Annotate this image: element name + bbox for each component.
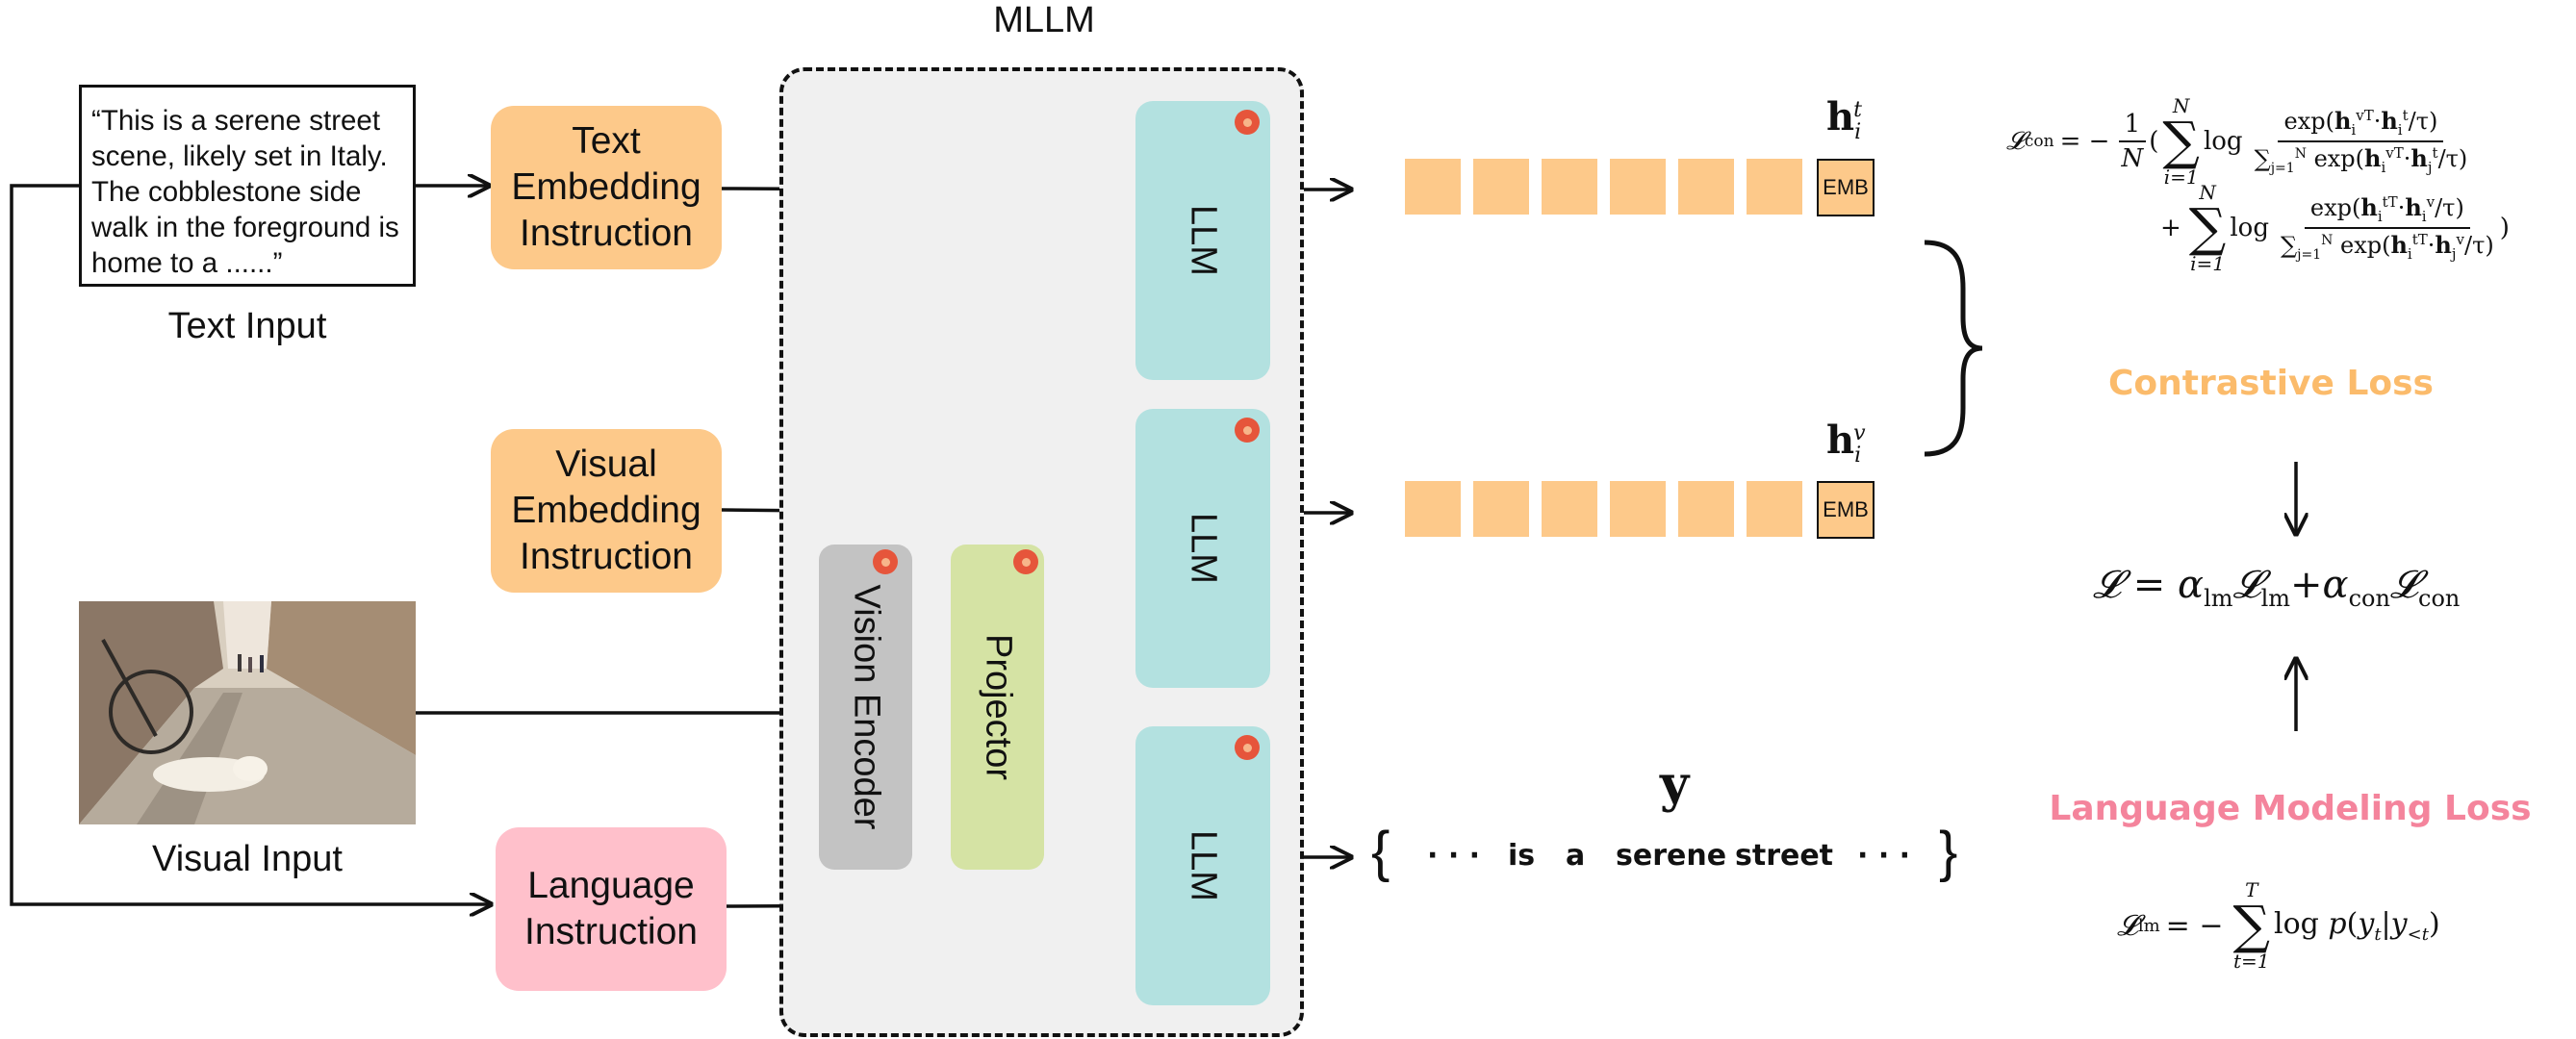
token: is (1508, 839, 1536, 873)
text-input-caption: Text Input (167, 306, 327, 346)
vision-encoder-block: Vision Encoder (819, 545, 912, 870)
vision-encoder-label: Vision Encoder (846, 584, 886, 830)
embedding-token (1542, 481, 1597, 537)
mllm-title: MLLM (993, 0, 1095, 40)
language-modeling-loss-label: Language Modeling Loss (2049, 789, 2532, 828)
token: · · · (1427, 839, 1481, 873)
total-loss-formula: 𝓛 = αlm𝓛lm+αcon𝓛con (2093, 563, 2461, 612)
embedding-token (1678, 481, 1734, 537)
trainable-flame-icon (1235, 735, 1260, 760)
projector-block: Projector (951, 545, 1044, 870)
text-embedding-symbol: hit (1826, 94, 1862, 144)
embedding-token (1747, 481, 1802, 537)
text-input-box: “This is a serene street scene, likely s… (79, 85, 416, 287)
embedding-token (1747, 159, 1802, 215)
visual-input-caption: Visual Input (152, 839, 343, 879)
token: street (1735, 839, 1834, 873)
arrow-text-to-language-instruction (10, 184, 491, 904)
token: · · · (1857, 839, 1911, 873)
embedding-token (1405, 481, 1461, 537)
llm-block-visual: LLM (1135, 409, 1270, 688)
llm-label: LLM (1183, 830, 1224, 901)
llm-label: LLM (1183, 513, 1224, 584)
emb-token: EMB (1817, 481, 1875, 539)
generation-symbol: y (1660, 755, 1690, 814)
embedding-token (1542, 159, 1597, 215)
emb-token: EMB (1817, 159, 1875, 216)
visual-input-image (79, 601, 416, 824)
embedding-token (1610, 159, 1666, 215)
close-brace: } (1939, 821, 1958, 883)
llm-label: LLM (1183, 205, 1224, 276)
contrastive-loss-label: Contrastive Loss (2108, 364, 2434, 403)
generated-token-sequence: { · · · is a serene street · · · } (1371, 820, 1968, 897)
embedding-token (1678, 159, 1734, 215)
language-instruction: Language Instruction (496, 827, 727, 991)
embedding-token (1405, 159, 1461, 215)
token: a (1566, 839, 1586, 873)
llm-block-text: LLM (1135, 101, 1270, 380)
pairing-brace (1924, 240, 1983, 457)
open-brace: { (1371, 821, 1390, 883)
visual-embedding-symbol: hiv (1826, 418, 1866, 468)
trainable-flame-icon (1013, 549, 1038, 574)
embedding-token (1610, 481, 1666, 537)
trainable-flame-icon (873, 549, 898, 574)
projector-label: Projector (978, 633, 1018, 781)
token: serene (1616, 839, 1727, 873)
text-embedding-instruction: Text Embedding Instruction (491, 106, 722, 269)
embedding-token (1473, 159, 1529, 215)
visual-embedding-instruction: Visual Embedding Instruction (491, 429, 722, 593)
llm-block-language: LLM (1135, 726, 1270, 1005)
embedding-token (1473, 481, 1529, 537)
trainable-flame-icon (1235, 110, 1260, 135)
trainable-flame-icon (1235, 418, 1260, 443)
